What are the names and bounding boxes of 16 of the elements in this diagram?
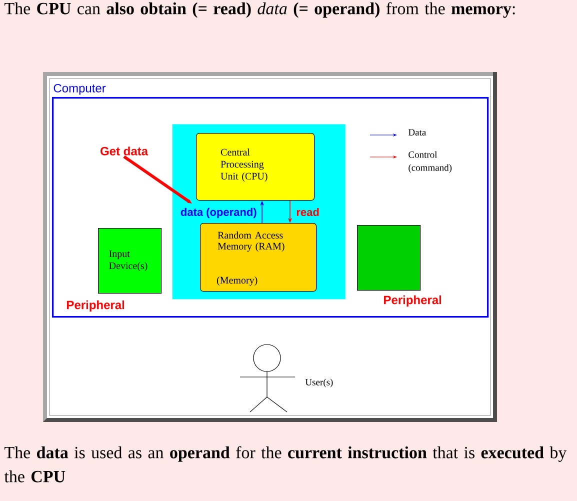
heading: The CPU can also obtain (= read) data (= operand) from the memory: [4, 2, 515, 18]
side-label: User(s) [305, 378, 333, 388]
device-box [357, 225, 421, 291]
input-device-box: Input Device(s) [98, 228, 162, 294]
edge-label: read [295, 206, 320, 218]
edge-label: data (operand) [179, 206, 258, 220]
node-label: Computer [54, 84, 106, 95]
cpu-box: Central Processing Unit (CPU) [196, 133, 315, 201]
side-label: Peripheral [384, 295, 442, 307]
callout-text: Get data [100, 146, 148, 156]
ram-box: Random Access Memory (RAM) (Memory) [200, 223, 317, 292]
side-label: Peripheral [67, 300, 124, 312]
legend-label: Data [408, 129, 426, 136]
legend-label: Control (command) [408, 151, 452, 173]
caption: The data is used as an operand for the current instruction that is executed by the CPU [4, 446, 567, 482]
stick-figure [240, 344, 296, 412]
